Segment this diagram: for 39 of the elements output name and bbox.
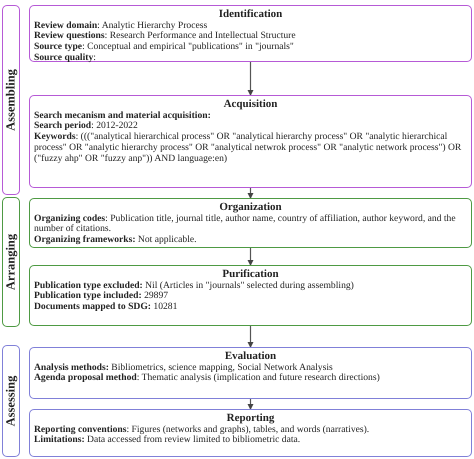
- box-text: Publication type excluded: Nil (Articles in "journals" selected during assembling): [34, 280, 355, 291]
- box-text: Source type: Conceptual and empirical "publications" in "journals": [34, 42, 295, 53]
- box-heading: Reporting: [226, 412, 276, 424]
- box-text: Publication type included: 29897: [34, 291, 170, 302]
- box-text: Search period: 2012-2022: [34, 121, 139, 132]
- phase-band: [2, 197, 20, 327]
- phase-band: [2, 5, 20, 195]
- box-text: Reporting conventions: Figures (networks and graphs), tables, and words (narratives).: [34, 424, 370, 435]
- box-heading: Purification: [221, 268, 280, 280]
- box-text: Limitations: Data accessed from review limited to bibliometric data.: [34, 435, 302, 446]
- phase-label: Arranging: [4, 234, 18, 290]
- box-text: Analysis methods: Bibliometrics, science mapping, Social Network Analysis: [34, 362, 334, 373]
- box-text: Review domain: Analytic Hierarchy Process: [34, 20, 208, 30]
- box-text: Review questions: Research Performance and Intellectual Structure: [34, 31, 297, 42]
- box-heading: Identification: [218, 8, 284, 20]
- process-box: [29, 198, 472, 248]
- arrow: [248, 248, 254, 266]
- process-box: [29, 5, 472, 62]
- box-text: Agenda proposal method: Thematic analysis (implication and future research directions): [34, 373, 381, 384]
- process-box: [29, 347, 472, 399]
- box-text: Search mecanism and material acquisition:: [34, 110, 212, 121]
- arrow: [248, 188, 254, 199]
- box-heading: Acquisition: [222, 98, 278, 110]
- arrow: [248, 62, 254, 96]
- box-heading: Organization: [218, 201, 283, 214]
- phase-label: Assembling: [4, 69, 18, 131]
- box-text: Documents mapped to SDG: 10281: [34, 302, 178, 313]
- box-text: Keywords: ((("analytical hierarchical process" OR "analytical hierarchy process" OR "analytic hierarchical process" OR "analytic hierarchy process" OR "analytical netwrok process" OR "analytic network process") OR ("fuzzy ahp" OR "fuzzy anp")) AND language:en): [34, 132, 462, 164]
- process-box: [29, 265, 472, 326]
- arrow: [248, 326, 254, 348]
- box-text: Source quality:: [34, 52, 97, 64]
- box-text: Organizing frameworks: Not applicable.: [34, 235, 198, 246]
- phase-label: Assessing: [4, 376, 18, 426]
- process-box: [29, 409, 472, 457]
- arrow: [248, 399, 254, 410]
- box-text: Organizing codes: Publication title, journal title, author name, country of affiliation, author keyword, and the number of citations.: [34, 214, 457, 235]
- phase-band: [2, 345, 20, 457]
- process-box: [29, 95, 472, 188]
- box-heading: Evaluation: [224, 350, 278, 362]
